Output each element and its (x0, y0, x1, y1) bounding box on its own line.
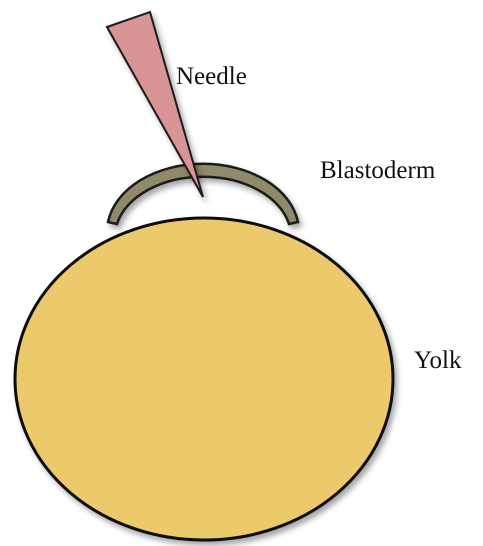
needle-label: Needle (176, 63, 247, 90)
needle-shape (107, 12, 203, 197)
blastoderm-label: Blastoderm (320, 157, 436, 184)
yolk-label: Yolk (414, 347, 462, 374)
yolk-shape (15, 218, 393, 540)
